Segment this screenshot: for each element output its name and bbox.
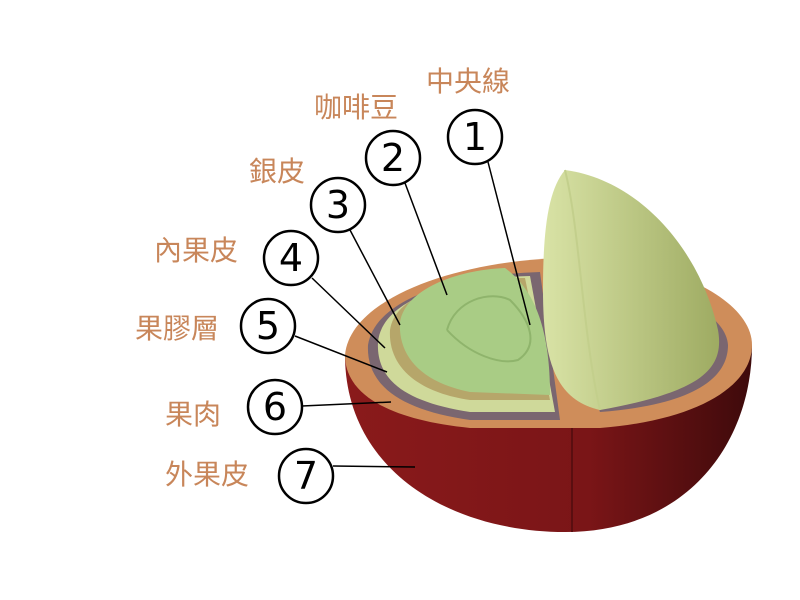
marker-ring [446,108,504,166]
marker-3: 3 [309,176,367,234]
marker-7: 7 [277,447,335,505]
leader-line-5 [294,335,388,373]
coffee-bean-right [543,170,720,410]
leader-line-7 [332,465,416,468]
leader-line-4 [311,277,386,349]
marker-ring [277,447,335,505]
marker-ring [246,378,304,436]
marker-6: 6 [246,378,304,436]
center-cut [446,295,532,363]
marker-number: 1 [463,115,487,159]
leader-line-3 [349,229,401,326]
marker-ring [239,297,297,355]
leader-line-2 [404,182,448,296]
coffee-bean-left [399,268,550,395]
marker-number: 5 [256,304,280,348]
marker-ring [262,229,320,287]
marker-1: 1 [446,108,504,166]
marker-ring [364,129,422,187]
marker-number: 2 [381,136,405,180]
marker-number: 7 [294,454,318,498]
label-coffee-bean: 咖啡豆 [314,91,398,124]
marker-5: 5 [239,297,297,355]
marker-number: 3 [326,183,350,227]
label-silverskin: 銀皮 [249,155,305,188]
label-pectin: 果膠層 [135,312,219,345]
marker-2: 2 [364,129,422,187]
label-center-cut: 中央線 [426,65,510,98]
label-endocarp: 內果皮 [154,234,238,267]
label-skin: 外果皮 [165,458,249,491]
leader-line-1 [487,161,531,326]
leader-line-6 [301,401,392,407]
marker-4: 4 [262,229,320,287]
label-pulp: 果肉 [165,398,221,431]
bean-right-ridge [564,169,601,411]
marker-number: 6 [263,385,287,429]
marker-ring [309,176,367,234]
marker-number: 4 [279,236,303,280]
